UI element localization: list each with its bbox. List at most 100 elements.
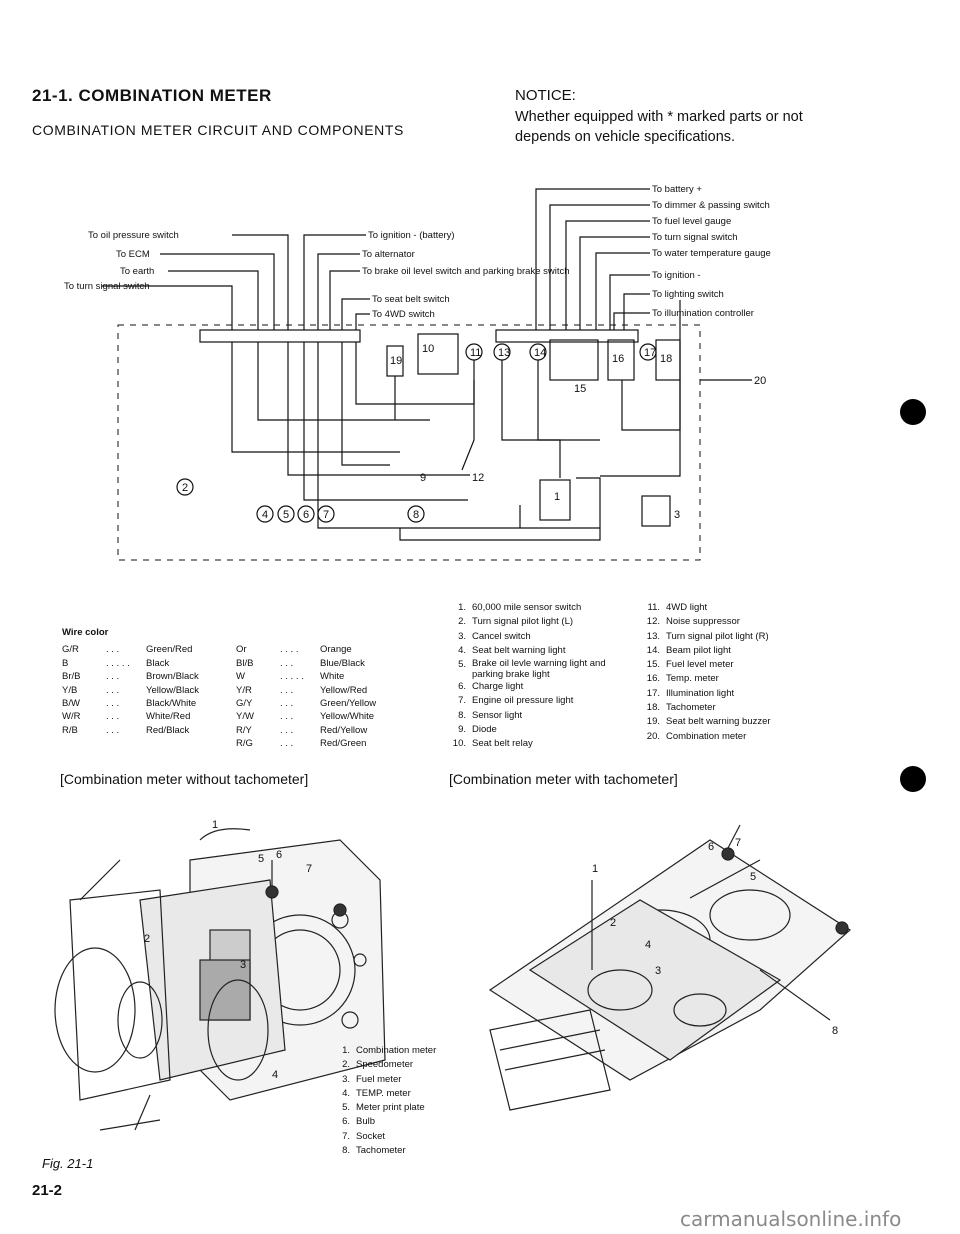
parts-legend-item: 7.Socket	[342, 1130, 386, 1142]
legend-item: 11.4WD light	[647, 602, 708, 613]
num-8: 8	[413, 509, 419, 521]
num-19: 19	[390, 355, 402, 367]
num-17: 17	[644, 347, 656, 359]
num-6: 6	[303, 509, 309, 521]
wire-row: R/G. . .Red/Green	[236, 738, 367, 750]
wire-row: R/Y. . .Red/Yellow	[236, 724, 368, 736]
wire-row: Y/B. . .Yellow/Black	[62, 684, 199, 696]
page-subtitle: COMBINATION METER CIRCUIT AND COMPONENTS	[32, 122, 404, 138]
wire-color-table: Wire color G/R. . .Green/Red B. . . . .B…	[62, 626, 376, 751]
caption-with-tachometer: [Combination meter with tachometer]	[449, 771, 678, 787]
label-alternator: To alternator	[362, 249, 415, 260]
num-16: 16	[612, 353, 624, 365]
label-4wd-switch: To 4WD switch	[372, 309, 435, 320]
wire-color-left-col: G/R. . .Green/Red B. . . . .Black Br/B. …	[62, 643, 236, 750]
wire-color-right-col: Or. . . .Orange Bl/B. . .Blue/Black W. .…	[236, 643, 376, 750]
legend-item: 19.Seat belt warning buzzer	[646, 716, 771, 728]
num-12: 12	[472, 472, 484, 484]
part-label-6: 6	[708, 841, 714, 853]
binder-hole-top	[900, 399, 926, 425]
legend-item: 9.Diode	[458, 724, 497, 736]
label-oil-pressure-switch: To oil pressure switch	[88, 230, 179, 241]
parts-legend-item: 3.Fuel meter	[342, 1073, 402, 1085]
wire-row: G/Y. . .Green/Yellow	[236, 698, 377, 710]
parts-legend-item: 1.Combination meter	[342, 1045, 437, 1056]
legend-item: 6.Charge light	[458, 681, 524, 693]
watermark: carmanualsonline.info	[680, 1207, 902, 1231]
label-ecm: To ECM	[116, 249, 150, 260]
num-4: 4	[262, 509, 268, 521]
label-seat-belt-switch: To seat belt switch	[372, 294, 450, 305]
part-label-7: 7	[735, 837, 741, 849]
wire-row: Y/R. . .Yellow/Red	[236, 684, 368, 696]
part-label-7: 7	[306, 863, 312, 875]
exploded-view-with-tachometer: 1 2 3 4 5 6 7 8	[488, 824, 851, 1111]
parts-legend-item: 5.Meter print plate	[342, 1102, 425, 1114]
parts-legend-item: 2.Speedometer	[342, 1059, 414, 1071]
num-7: 7	[323, 509, 329, 521]
label-earth: To earth	[120, 266, 154, 277]
num-11: 11	[470, 347, 481, 359]
legend-item: 20.Combination meter	[646, 730, 747, 742]
part-label-4: 4	[645, 939, 651, 951]
wire-color-title: Wire color	[62, 627, 109, 638]
part-label-2: 2	[610, 917, 616, 929]
legend-item: 16.Temp. meter	[646, 673, 719, 685]
label-ignition-minus: To ignition -	[652, 270, 701, 281]
parts-legend: 1.Combination meter 2.Speedometer 3.Fuel…	[336, 1044, 436, 1158]
wire-row: B/W. . .Black/White	[62, 698, 197, 710]
component-legend-a: 1.60,000 mile sensor switch 2.Turn signa…	[446, 601, 636, 752]
legend-item: 15.Fuel level meter	[646, 659, 734, 671]
num-18: 18	[660, 353, 672, 365]
wire-row: G/R. . .Green/Red	[62, 644, 193, 656]
notice-heading: NOTICE:	[515, 87, 576, 104]
component-legend-b: 11.4WD light 12.Noise suppressor 13.Turn…	[640, 601, 830, 744]
part-label-4: 4	[272, 1069, 278, 1081]
num-20: 20	[754, 375, 766, 387]
num-1: 1	[554, 491, 560, 503]
legend-item: 10.Seat belt relay	[452, 738, 533, 750]
page-number: 21-2	[32, 1182, 63, 1199]
wire-row: B. . . . .Black	[62, 657, 170, 669]
legend-item: 17.Illumination light	[646, 687, 735, 699]
part-label-5: 5	[750, 871, 756, 883]
parts-legend-item: 6.Bulb	[342, 1116, 376, 1128]
legend-item: 4.Seat belt warning light	[458, 644, 566, 656]
wire-row: W. . . . .White	[236, 671, 345, 683]
wire-row: Bl/B. . .Blue/Black	[236, 657, 365, 669]
num-2: 2	[182, 482, 188, 494]
num-14: 14	[534, 347, 546, 359]
label-turn-signal-switch-right: To turn signal switch	[652, 232, 738, 243]
wire-row: Br/B. . .Brown/Black	[62, 671, 199, 683]
wire-row: Y/W. . .Yellow/White	[236, 711, 375, 723]
part-label-1: 1	[592, 863, 598, 875]
label-ignition-battery: To ignition - (battery)	[368, 230, 455, 241]
legend-item: 1.60,000 mile sensor switch	[458, 602, 582, 613]
legend-item: 18.Tachometer	[646, 702, 716, 714]
num-15: 15	[574, 383, 586, 395]
part-label-8: 8	[832, 1025, 838, 1037]
label-brake-oil-switch: To brake oil level switch and parking br…	[362, 266, 570, 277]
num-5: 5	[283, 509, 289, 521]
legend-item: 5.Brake oil levle warning light and park…	[458, 658, 606, 681]
part-label-6: 6	[276, 849, 282, 861]
legend-item: 7.Engine oil pressure light	[458, 695, 574, 707]
section-title: 21-1. COMBINATION METER	[32, 86, 272, 105]
notice-body: Whether equipped with * marked parts or …	[515, 109, 803, 145]
parts-legend-item: 8.Tachometer	[342, 1145, 406, 1157]
label-illumination-controller: To illumination controller	[652, 308, 754, 319]
caption-without-tachometer: [Combination meter without tachometer]	[60, 771, 309, 787]
part-label-1: 1	[212, 820, 218, 831]
num-10: 10	[422, 343, 434, 355]
num-3: 3	[674, 509, 680, 521]
exploded-view-without-tachometer: 1 2 3 4 5 6 7	[54, 820, 386, 1131]
legend-item: 2.Turn signal pilot light (L)	[458, 616, 574, 628]
parts-legend-item: 4.TEMP. meter	[342, 1087, 411, 1099]
part-label-3: 3	[655, 965, 661, 977]
part-label-2: 2	[144, 933, 150, 945]
wire-row: R/B. . .Red/Black	[62, 724, 190, 736]
legend-item: 3.Cancel switch	[458, 630, 531, 642]
num-13: 13	[498, 347, 510, 359]
label-lighting-switch: To lighting switch	[652, 289, 724, 300]
wire-row: Or. . . .Orange	[236, 644, 352, 656]
